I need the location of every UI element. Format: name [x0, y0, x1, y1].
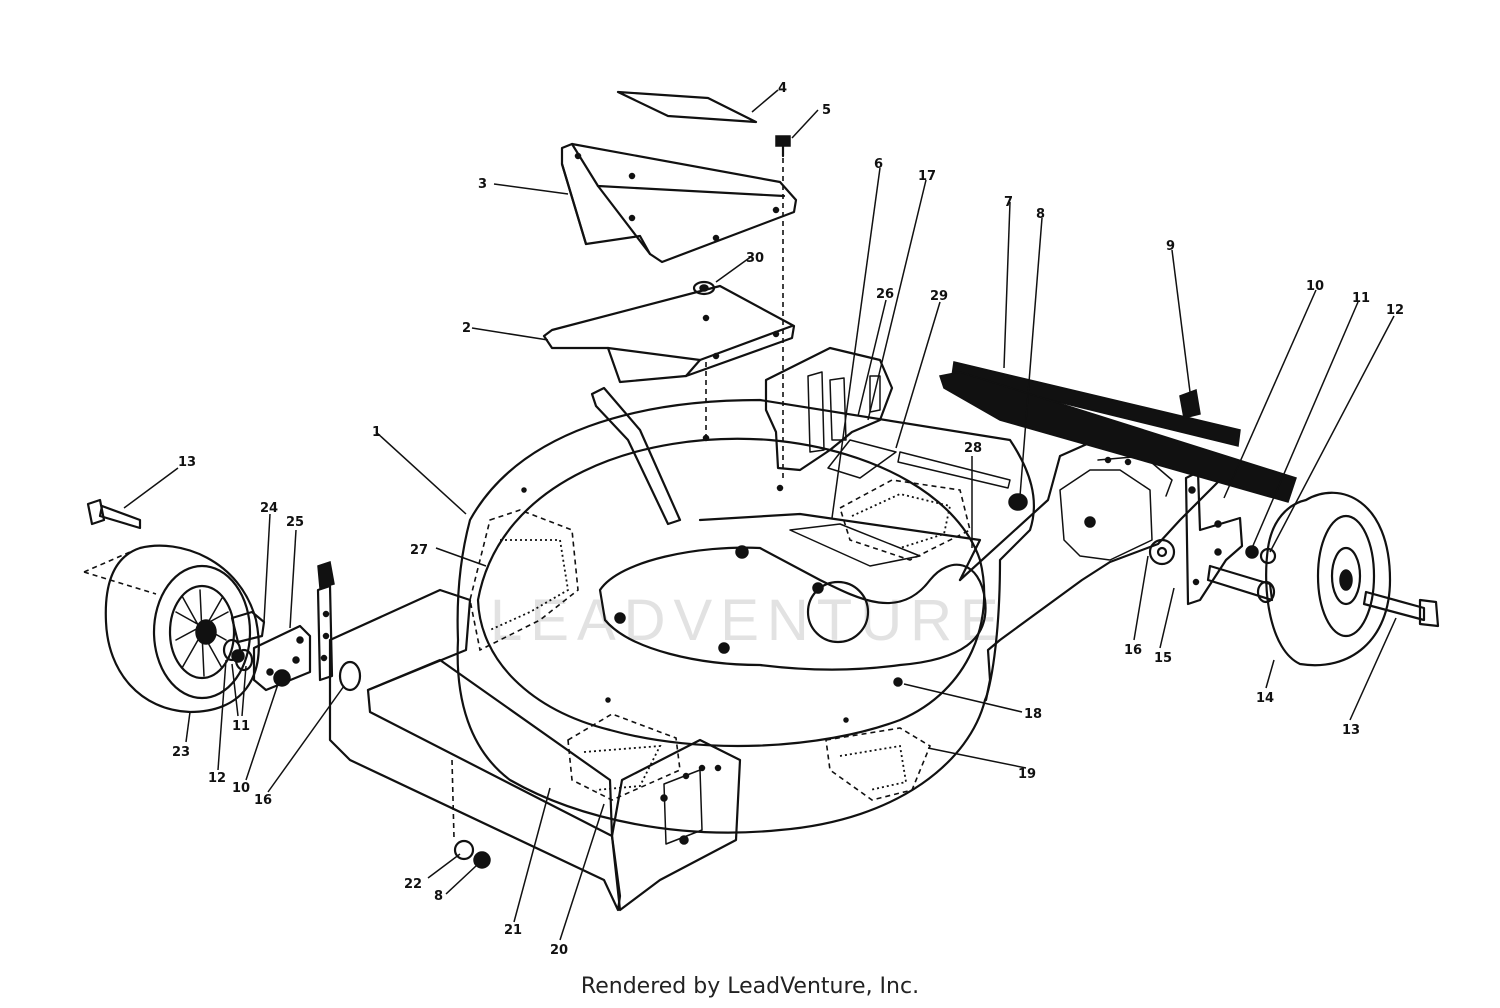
callout-16: 16 — [1124, 643, 1142, 658]
callout-22: 22 — [404, 877, 422, 892]
callout-19: 19 — [1018, 767, 1036, 782]
callout-8: 8 — [1036, 207, 1045, 222]
callout-18: 18 — [1024, 707, 1042, 722]
part-front-height-bracket — [252, 624, 312, 692]
callout-6: 6 — [874, 157, 883, 172]
callout-23: 23 — [172, 745, 190, 760]
callout-14: 14 — [1256, 691, 1274, 706]
part-decal — [616, 90, 758, 124]
part-rear-axle-bolt — [1362, 590, 1440, 628]
part-rear-wheel — [1265, 491, 1392, 667]
callout-13: 13 — [178, 455, 196, 470]
callout-10-front: 10 — [232, 781, 250, 796]
callout-30: 30 — [746, 251, 764, 266]
callout-25: 25 — [286, 515, 304, 530]
part-chute-cover — [542, 284, 796, 438]
part-screw — [775, 135, 791, 480]
callout-17: 17 — [918, 169, 936, 184]
part-front-axle-hardware — [222, 610, 266, 672]
callout-28: 28 — [964, 441, 982, 456]
callout-3: 3 — [478, 177, 487, 192]
callout-2: 2 — [462, 321, 471, 336]
callout-4: 4 — [778, 81, 787, 96]
part-mower-deck — [456, 386, 1035, 834]
leader-lines — [123, 89, 1397, 941]
callout-11-front: 11 — [232, 719, 250, 734]
callout-27: 27 — [410, 543, 428, 558]
watermark-text: LEADVENTURE — [490, 588, 1007, 653]
part-front-wheel — [104, 544, 260, 714]
callout-9: 9 — [1166, 239, 1175, 254]
part-rear-nut-washer — [1245, 545, 1277, 565]
callout-29: 29 — [930, 289, 948, 304]
part-rear-height-adjuster — [1184, 470, 1244, 606]
callout-15: 15 — [1154, 651, 1172, 666]
callout-12: 12 — [1386, 303, 1404, 318]
callout-1: 1 — [372, 425, 381, 440]
part-nut-rear — [1008, 493, 1028, 511]
callout-8-bottom: 8 — [434, 889, 443, 904]
part-clip — [1179, 388, 1201, 419]
part-top-cover — [560, 142, 798, 264]
callout-labels: 4 5 3 30 2 6 17 7 8 9 10 11 12 26 29 1 1… — [172, 81, 1404, 958]
part-rear-shield — [939, 361, 1297, 503]
callout-11: 11 — [1352, 291, 1370, 306]
part-front-axle-bolt — [86, 498, 142, 530]
callout-26: 26 — [876, 287, 894, 302]
callout-7: 7 — [1004, 195, 1013, 210]
callout-5: 5 — [822, 103, 831, 118]
callout-21: 21 — [504, 923, 522, 938]
callout-16-front: 16 — [254, 793, 272, 808]
credit-text: Rendered by LeadVenture, Inc. — [580, 974, 920, 999]
part-rear-washer — [1148, 538, 1176, 566]
part-front-corner — [610, 738, 742, 912]
callout-13-rear: 13 — [1342, 723, 1360, 738]
callout-12-front: 12 — [208, 771, 226, 786]
part-front-lever — [316, 561, 335, 682]
callout-20: 20 — [550, 943, 568, 958]
callout-24: 24 — [260, 501, 278, 516]
part-bottom-nut — [453, 839, 491, 869]
callout-10: 10 — [1306, 279, 1324, 294]
